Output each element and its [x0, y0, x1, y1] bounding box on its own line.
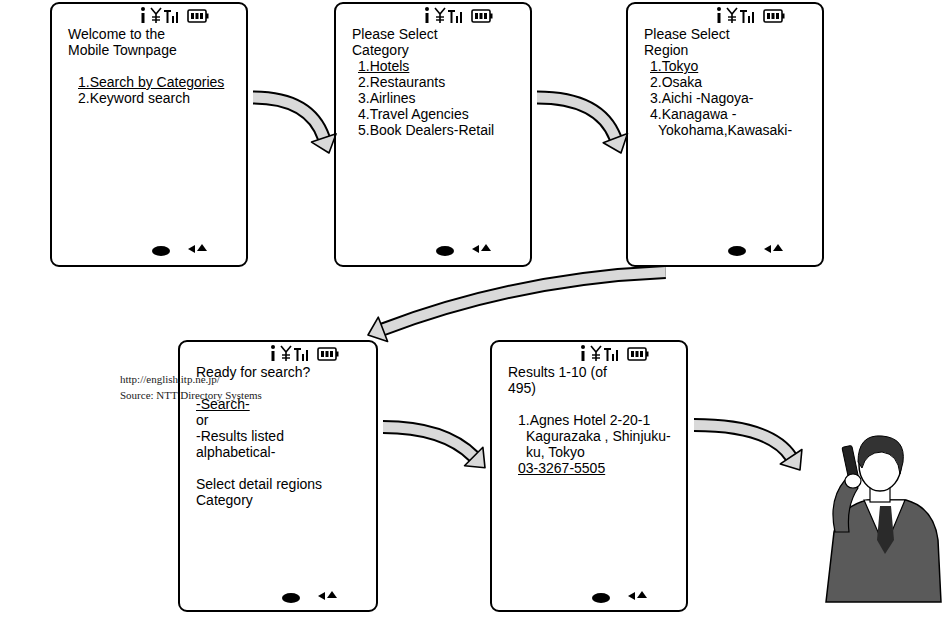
screen-text: 1.Tokyo [644, 58, 812, 74]
arrow-body [383, 272, 666, 329]
nav-icons [592, 591, 647, 603]
flow-arrow [694, 425, 802, 470]
arrow-head [312, 134, 337, 153]
nav-icons [152, 244, 207, 256]
arrow-outline [383, 427, 474, 457]
screen-text: or [196, 412, 366, 428]
caller-figure [826, 436, 941, 602]
nav-icons [282, 591, 337, 603]
status-icons [717, 7, 785, 23]
status-icons [141, 7, 209, 23]
arrow-outline [253, 97, 324, 137]
phone-screen: Welcome to the Mobile Townpage 1.Search b… [50, 2, 248, 267]
flow-arrow [537, 97, 628, 153]
flow-arrow [383, 427, 485, 468]
screen-text: Ready for search? [196, 364, 366, 380]
screen-text: 2.Keyword search [68, 90, 236, 106]
arrow-head [465, 447, 486, 468]
source-url: http://english.itp.ne.jp/ [120, 373, 220, 386]
arrow-outline [537, 97, 615, 138]
status-icons [581, 345, 649, 361]
phone-screen: Results 1-10 (of 495) 1.Agnes Hotel 2-20-… [490, 340, 688, 612]
screen-text: 5.Book Dealers-Retail [352, 122, 520, 138]
screen-text: 1.Search by Categories [68, 74, 236, 90]
flow-arrow [368, 272, 666, 342]
screen-text: 1.Hotels [352, 58, 520, 74]
screen-text: Welcome to the Mobile Townpage [68, 26, 198, 58]
screen-text: 03-3267-5505 [508, 460, 676, 476]
screen-text: 1.Agnes Hotel 2-20-1 Kagurazaka , Shinju… [508, 412, 676, 460]
screen-text: 4.Kanagawa -Yokohama,Kawasaki- [644, 106, 812, 138]
flow-arrow [253, 97, 336, 153]
screen-text: 3.Airlines [352, 90, 520, 106]
screen-text: 3.Aichi -Nagoya- [644, 90, 812, 106]
nav-icons [436, 244, 491, 256]
phone-screen: Please Select Category1.Hotels2.Restaura… [334, 2, 532, 267]
arrow-body [253, 97, 324, 137]
screen-text: 2.Restaurants [352, 74, 520, 90]
status-icons [425, 7, 493, 23]
screen-text: 2.Osaka [644, 74, 812, 90]
screen-text: 4.Travel Agencies [352, 106, 520, 122]
screen-text: Please Select Region [644, 26, 744, 58]
arrow-head [603, 134, 627, 154]
source-note: Source: NTT Directory Systems [120, 389, 262, 402]
arrow-outline [383, 272, 666, 329]
screen-text: -Results listed alphabetical- [196, 428, 366, 460]
arrow-body [383, 427, 474, 457]
nav-icons [728, 244, 783, 256]
arrow-body [537, 97, 615, 138]
phone-screen: Please Select Region1.Tokyo2.Osaka3.Aich… [626, 2, 824, 267]
screen-text: Results 1-10 (of 495) [508, 364, 608, 396]
screen-text: Please Select Category [352, 26, 452, 58]
arrow-head [368, 317, 388, 341]
status-icons [271, 345, 339, 361]
screen-text: Select detail regions Category [196, 476, 366, 508]
